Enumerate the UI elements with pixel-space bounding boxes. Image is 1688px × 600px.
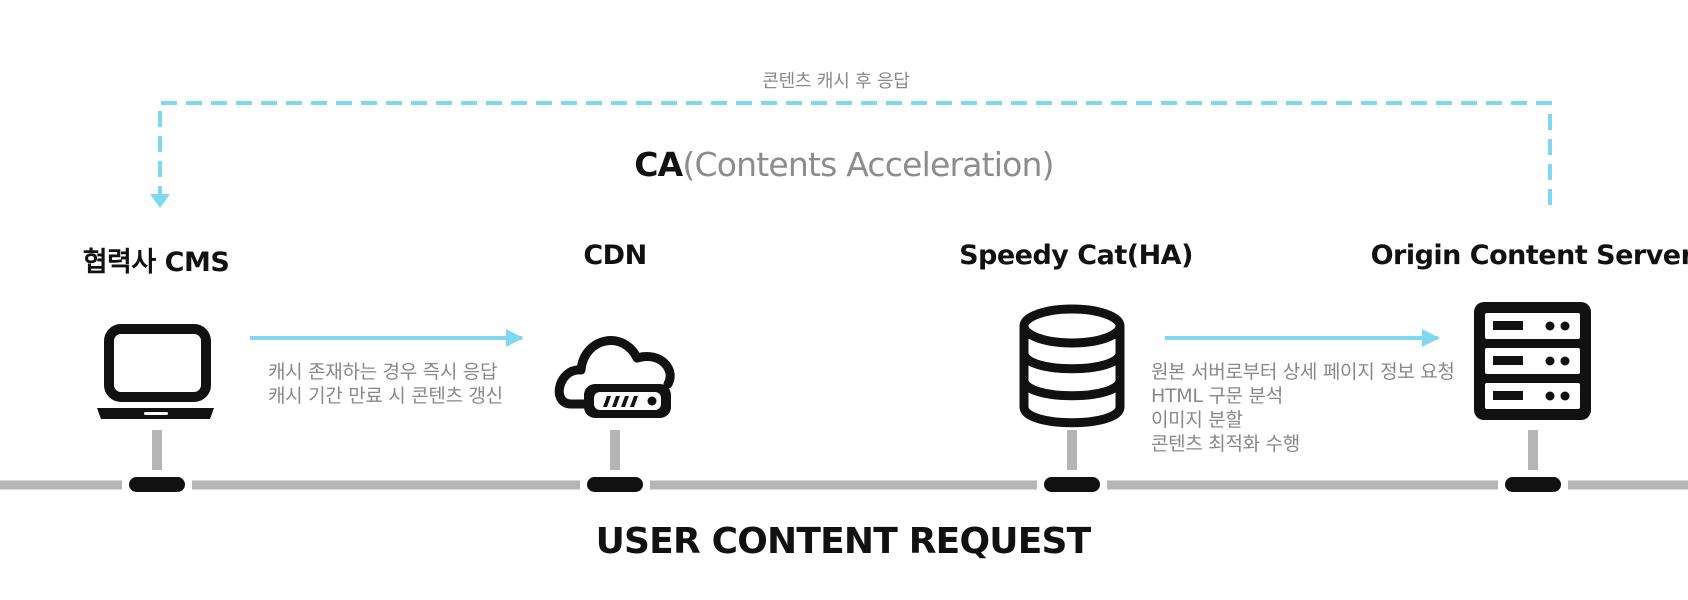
node-label-origin: Origin Content Server (1370, 240, 1688, 271)
cache-response-caption: 콘텐츠 캐시 후 응답 (762, 71, 910, 92)
node-stem-cdn (587, 430, 643, 492)
ca-title: CA(Contents Acceleration) (634, 145, 1054, 184)
ca-title-full: (Contents Acceleration) (682, 145, 1054, 184)
cloud-router-icon (554, 336, 675, 418)
server-rack-icon (1474, 302, 1591, 420)
ca-title-abbr: CA (634, 145, 683, 184)
note-line: 원본 서버로부터 상세 페이지 정보 요청 (1151, 361, 1455, 383)
node-label-speedycat: Speedy Cat(HA) (959, 240, 1193, 271)
footer-title: USER CONTENT REQUEST (595, 521, 1092, 562)
laptop-icon (97, 324, 214, 419)
note-line: 캐시 존재하는 경우 즉시 응답 (268, 361, 498, 383)
note-cms-to-cdn: 캐시 존재하는 경우 즉시 응답 캐시 기간 만료 시 콘텐츠 갱신 (268, 360, 503, 408)
note-speedycat-to-origin: 원본 서버로부터 상세 페이지 정보 요청 HTML 구문 분석 이미지 분할 … (1151, 360, 1455, 456)
note-line: HTML 구문 분석 (1151, 385, 1283, 407)
note-line: 이미지 분할 (1151, 409, 1243, 431)
database-icon (1019, 304, 1125, 428)
node-stem-speedycat (1044, 430, 1100, 492)
node-stem-origin (1505, 430, 1561, 492)
note-line: 캐시 기간 만료 시 콘텐츠 갱신 (268, 385, 503, 407)
node-label-cdn: CDN (583, 240, 647, 271)
note-line: 콘텐츠 최적화 수행 (1151, 433, 1300, 455)
node-label-cms: 협력사 CMS (82, 247, 230, 278)
cache-response-arrowhead (150, 194, 170, 208)
node-stem-cms (129, 430, 185, 492)
cache-response-dashed-arrow (158, 101, 1552, 205)
